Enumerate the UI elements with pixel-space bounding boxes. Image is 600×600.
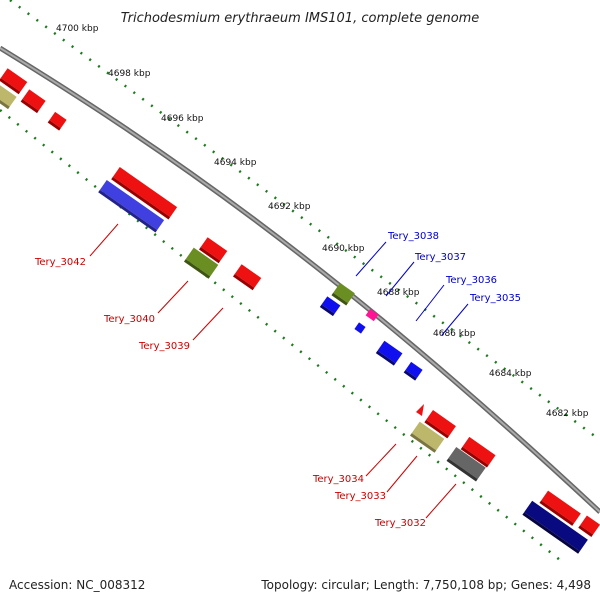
gene-labels-right: Tery_3038 Tery_3037 Tery_3036 Tery_3035 xyxy=(387,231,521,304)
gene-feature[interactable] xyxy=(199,237,228,264)
gene-label-tery-3035[interactable]: Tery_3035 xyxy=(469,293,521,304)
tick-label-4692: 4692 kbp xyxy=(268,202,311,212)
gene-feature[interactable] xyxy=(403,361,423,381)
tick-label-4682: 4682 kbp xyxy=(546,409,589,419)
gene-label-tery-3038[interactable]: Tery_3038 xyxy=(387,231,439,242)
label-connectors-right xyxy=(355,241,469,336)
tick-label-4684: 4684 kbp xyxy=(489,369,532,379)
gene-feature[interactable] xyxy=(98,180,165,233)
gene-feature[interactable] xyxy=(47,111,67,131)
genome-summary-text: Topology: circular; Length: 7,750,108 bp… xyxy=(261,578,591,592)
gene-label-tery-3042[interactable]: Tery_3042 xyxy=(34,257,86,268)
gene-label-tery-3039[interactable]: Tery_3039 xyxy=(138,341,190,352)
gene-feature[interactable] xyxy=(409,421,445,453)
inner-dotted-ring xyxy=(0,109,561,561)
tick-label-4686: 4686 kbp xyxy=(433,329,476,339)
gene-feature[interactable] xyxy=(375,340,403,366)
gene-feature[interactable] xyxy=(20,89,46,114)
gene-label-tery-3034[interactable]: Tery_3034 xyxy=(312,474,364,485)
gene-feature[interactable] xyxy=(233,264,262,291)
map-title: Trichodesmium erythraeum IMS101, complet… xyxy=(121,11,480,26)
gene-feature[interactable] xyxy=(446,446,486,482)
gene-feature[interactable] xyxy=(522,500,588,554)
gene-feature[interactable] xyxy=(0,85,17,110)
tick-labels: 4700 kbp 4698 kbp 4696 kbp 4694 kbp 4692… xyxy=(56,24,589,419)
genome-backbone xyxy=(0,45,600,514)
gene-feature[interactable] xyxy=(183,247,219,279)
tick-label-4698: 4698 kbp xyxy=(108,69,151,79)
gene-labels-left: Tery_3042 Tery_3040 Tery_3039 Tery_3034 … xyxy=(34,257,426,529)
tick-label-4694: 4694 kbp xyxy=(214,158,257,168)
tick-label-4700: 4700 kbp xyxy=(56,24,99,34)
gene-feature[interactable] xyxy=(0,68,28,95)
gene-feature[interactable] xyxy=(416,404,424,416)
gene-feature[interactable] xyxy=(111,167,178,220)
tick-label-4690: 4690 kbp xyxy=(322,244,365,254)
outer-tick-ring xyxy=(9,0,600,442)
gene-features xyxy=(0,68,600,554)
accession-text: Accession: NC_008312 xyxy=(9,578,146,592)
gene-label-tery-3036[interactable]: Tery_3036 xyxy=(445,275,497,286)
gene-feature[interactable] xyxy=(460,436,496,468)
gene-feature[interactable] xyxy=(365,308,379,322)
gene-feature[interactable] xyxy=(319,296,341,317)
tick-label-4696: 4696 kbp xyxy=(161,114,204,124)
tick-label-4688: 4688 kbp xyxy=(377,288,420,298)
gene-feature[interactable] xyxy=(539,490,581,526)
gene-feature[interactable] xyxy=(354,322,366,334)
label-connectors-left xyxy=(89,223,457,519)
gene-label-tery-3040[interactable]: Tery_3040 xyxy=(103,314,155,325)
gene-feature[interactable] xyxy=(424,410,456,439)
gene-label-tery-3033[interactable]: Tery_3033 xyxy=(334,491,386,502)
gene-label-tery-3032[interactable]: Tery_3032 xyxy=(374,518,426,529)
gene-feature[interactable] xyxy=(331,282,355,306)
gene-feature[interactable] xyxy=(578,515,600,537)
gene-label-tery-3037[interactable]: Tery_3037 xyxy=(414,252,466,263)
